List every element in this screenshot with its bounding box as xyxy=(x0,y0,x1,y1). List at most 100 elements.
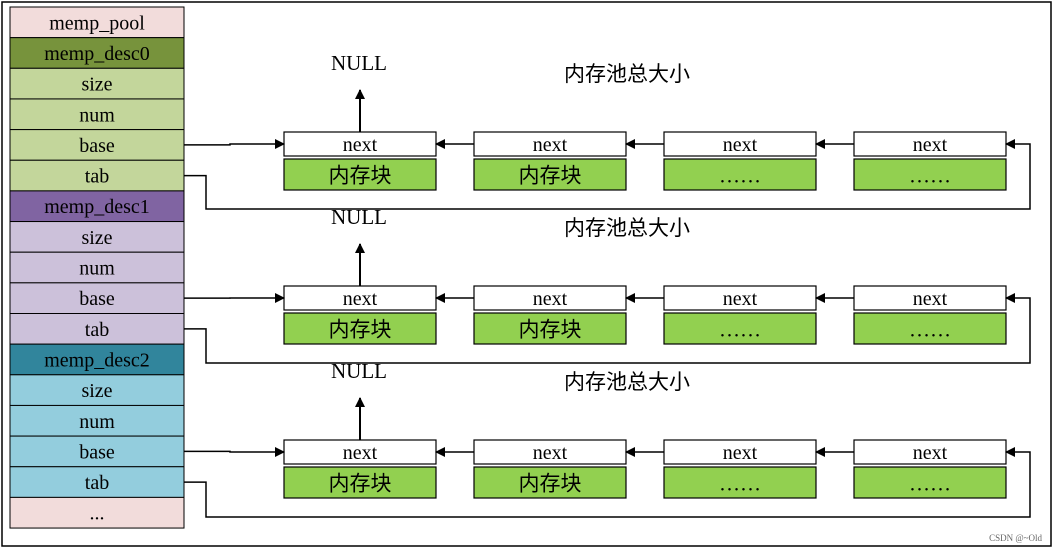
memp-desc-field-tab-label: tab xyxy=(85,166,109,188)
memp-desc-field-size: size xyxy=(9,221,185,253)
next-label: next xyxy=(913,442,948,464)
memory-block-label: 内存块 xyxy=(519,318,582,342)
next-pointer-box xyxy=(663,131,817,157)
memp-desc-field-base-label: base xyxy=(79,441,115,463)
next-label: next xyxy=(723,442,758,464)
memp-desc-field-size-label: size xyxy=(81,227,112,249)
next-label: next xyxy=(343,134,378,156)
null-label: NULL xyxy=(331,205,387,229)
pool-chain-1: 内存池总大小 NULL next 内存块 next 内存块 next …… next …… xyxy=(184,205,1031,364)
memory-block-label: 内存块 xyxy=(519,164,582,188)
tab-pointer-arrow xyxy=(184,293,1031,364)
memory-block-body xyxy=(853,158,1007,191)
tab-pointer-arrow xyxy=(184,139,1031,210)
memory-block-label: 内存块 xyxy=(329,472,392,496)
pool-total-size-label: 内存池总大小 xyxy=(564,62,690,86)
memory-block-body xyxy=(473,466,627,499)
next-label: next xyxy=(533,442,568,464)
memp-desc-field-num: num xyxy=(9,98,185,131)
memp-desc-header: memp_desc0 xyxy=(9,37,185,69)
memp-desc-field-base: base xyxy=(9,129,185,161)
memp-desc-field-size-label: size xyxy=(81,74,112,96)
memp-desc-field-size: size xyxy=(9,67,185,100)
memory-block-label: …… xyxy=(909,472,951,496)
next-pointer-box xyxy=(473,131,627,157)
memory-block: next 内存块 xyxy=(473,285,627,345)
memory-block: next …… xyxy=(853,285,1007,345)
memory-block-body xyxy=(663,312,817,345)
memory-block-label: …… xyxy=(719,472,761,496)
memp-desc-field-base: base xyxy=(9,435,185,468)
memory-block-label: …… xyxy=(909,318,951,342)
memory-block-body xyxy=(283,466,437,499)
memory-block-body xyxy=(283,312,437,345)
pool-chains: 内存池总大小NULLnext内存块next内存块next……next……内存池总… xyxy=(184,51,1031,518)
memp-desc-header: memp_desc2 xyxy=(9,343,185,376)
memory-block: next …… xyxy=(663,439,817,499)
base-pointer-arrow xyxy=(184,139,285,149)
memory-block: next …… xyxy=(853,131,1007,191)
memp-pool-column: memp_poolmemp_desc0sizenumbasetabmemp_de… xyxy=(9,6,185,529)
pool-total-size-label: 内存池总大小 xyxy=(564,216,690,240)
memp-desc-field-tab-label: tab xyxy=(85,319,109,341)
next-pointer-box xyxy=(663,439,817,465)
memp-desc-header-label: memp_desc1 xyxy=(44,196,150,218)
memory-block-body xyxy=(663,466,817,499)
memp-desc-field-num-label: num xyxy=(79,411,115,433)
diagram-frame xyxy=(1,1,1052,547)
memp-desc-field-base-label: base xyxy=(79,288,115,310)
memory-block: next 内存块 xyxy=(283,131,437,191)
next-pointer-box xyxy=(853,131,1007,157)
memory-block-label: 内存块 xyxy=(329,318,392,342)
memp-desc-field-num-label: num xyxy=(79,104,115,126)
next-pointer-box xyxy=(853,285,1007,311)
next-pointer-box xyxy=(853,439,1007,465)
next-label: next xyxy=(913,288,948,310)
memp-desc-field-base-label: base xyxy=(79,135,115,157)
next-label: next xyxy=(343,288,378,310)
next-label: next xyxy=(533,288,568,310)
memp-pool-footer-label: ... xyxy=(90,503,105,525)
memp-desc-field-num: num xyxy=(9,404,185,437)
memory-block-body xyxy=(663,158,817,191)
memp-desc-field-num: num xyxy=(9,251,185,284)
memp-desc-field-num-label: num xyxy=(79,258,115,280)
memory-block-body xyxy=(853,312,1007,345)
memp-desc-header: memp_desc1 xyxy=(9,190,185,223)
memp-pool-header-label: memp_pool xyxy=(49,12,145,34)
memp-desc-field-tab: tab xyxy=(9,466,185,498)
next-pointer-box xyxy=(473,285,627,311)
memory-block: next 内存块 xyxy=(283,439,437,499)
memp-desc-field-tab: tab xyxy=(9,313,185,345)
next-label: next xyxy=(533,134,568,156)
memory-block-body xyxy=(473,158,627,191)
pool-chain-0: 内存池总大小NULLnext内存块next内存块next……next…… xyxy=(184,51,1031,210)
memory-block: next 内存块 xyxy=(473,439,627,499)
next-label: next xyxy=(343,442,378,464)
memory-block-label: …… xyxy=(909,164,951,188)
memp-desc-field-size: size xyxy=(9,374,185,406)
pool-chain-2: 内存池总大小 NULL next 内存块 next 内存块 next …… next …… xyxy=(184,359,1031,518)
next-pointer-box xyxy=(473,439,627,465)
memory-block: next…… xyxy=(663,131,817,191)
memp-desc-field-tab: tab xyxy=(9,159,185,192)
memp-desc-field-tab-label: tab xyxy=(85,472,109,494)
next-label: next xyxy=(723,288,758,310)
memp-pool-header: memp_pool xyxy=(9,6,185,39)
memory-block: next …… xyxy=(853,439,1007,499)
watermark: CSDN @~Old xyxy=(989,533,1042,543)
next-pointer-box xyxy=(663,285,817,311)
memp-desc-header-label: memp_desc0 xyxy=(44,43,150,65)
memory-block-label: …… xyxy=(719,318,761,342)
memory-block-label: 内存块 xyxy=(329,164,392,188)
memory-block-label: 内存块 xyxy=(519,472,582,496)
pool-total-size-label: 内存池总大小 xyxy=(564,370,690,394)
memory-block-body xyxy=(283,158,437,191)
null-label: NULL xyxy=(331,359,387,383)
memory-block-label: …… xyxy=(719,164,761,188)
memp-pool-footer: ... xyxy=(9,496,185,529)
memory-block: next …… xyxy=(663,285,817,345)
next-label: next xyxy=(913,134,948,156)
memp-desc-field-size-label: size xyxy=(81,380,112,402)
